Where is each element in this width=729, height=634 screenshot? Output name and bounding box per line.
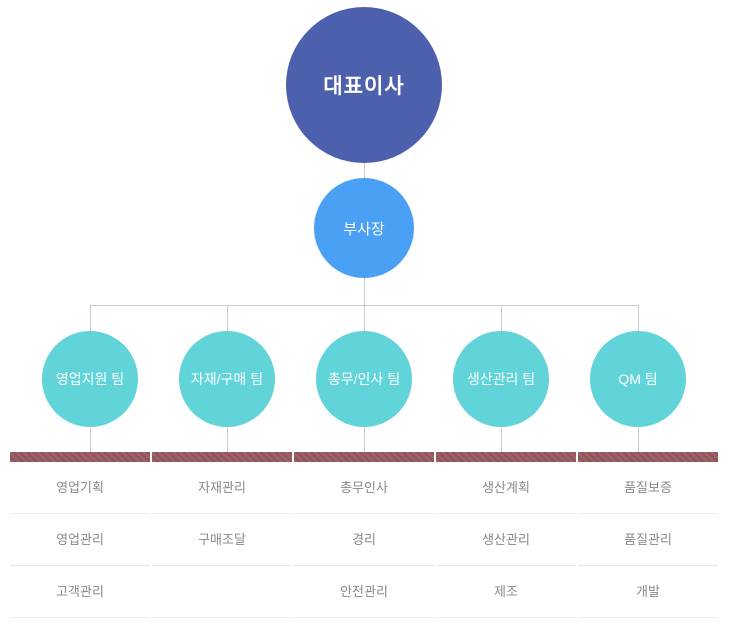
table-cell: 생산계획 <box>436 462 576 514</box>
table-cell: 자재관리 <box>152 462 292 514</box>
column-header-bar <box>294 452 434 462</box>
team-label: 영업지원 팀 <box>55 371 125 387</box>
team-label: 생산관리 팀 <box>466 371 536 387</box>
column-header-bar <box>152 452 292 462</box>
org-node-team-materials-purchasing: 자재/구매 팀 <box>179 331 275 427</box>
team-column-sales-support: 영업기획 영업관리 고객관리 <box>10 452 150 618</box>
table-cell: 총무인사 <box>294 462 434 514</box>
org-node-vice-president: 부사장 <box>314 178 414 278</box>
team-column-production-management: 생산계획 생산관리 제조 <box>436 452 576 618</box>
org-node-team-qm: QM 팀 <box>590 331 686 427</box>
table-cell: 품질보증 <box>578 462 718 514</box>
team-column-general-affairs-hr: 총무인사 경리 안전관리 <box>294 452 434 618</box>
table-cell: 생산관리 <box>436 514 576 566</box>
column-header-bar <box>10 452 150 462</box>
team-label: 총무/인사 팀 <box>327 371 401 387</box>
org-node-team-sales-support: 영업지원 팀 <box>42 331 138 427</box>
table-cell: 제조 <box>436 566 576 618</box>
table-cell: 영업관리 <box>10 514 150 566</box>
team-column-qm: 품질보증 품질관리 개발 <box>578 452 718 618</box>
org-node-ceo: 대표이사 <box>286 7 442 163</box>
table-cell: 품질관리 <box>578 514 718 566</box>
table-cell: 영업기획 <box>10 462 150 514</box>
table-cell: 안전관리 <box>294 566 434 618</box>
team-column-materials-purchasing: 자재관리 구매조달 <box>152 452 292 618</box>
table-cell: 경리 <box>294 514 434 566</box>
org-node-team-general-affairs-hr: 총무/인사 팀 <box>316 331 412 427</box>
table-cell <box>152 566 292 618</box>
team-label: 자재/구매 팀 <box>190 371 264 387</box>
column-header-bar <box>578 452 718 462</box>
org-node-team-production-management: 생산관리 팀 <box>453 331 549 427</box>
table-cell: 개발 <box>578 566 718 618</box>
table-cell: 고객관리 <box>10 566 150 618</box>
team-label: QM 팀 <box>618 371 658 387</box>
org-node-ceo-label: 대표이사 <box>323 75 405 98</box>
table-cell: 구매조달 <box>152 514 292 566</box>
org-node-vice-president-label: 부사장 <box>343 220 385 238</box>
column-header-bar <box>436 452 576 462</box>
